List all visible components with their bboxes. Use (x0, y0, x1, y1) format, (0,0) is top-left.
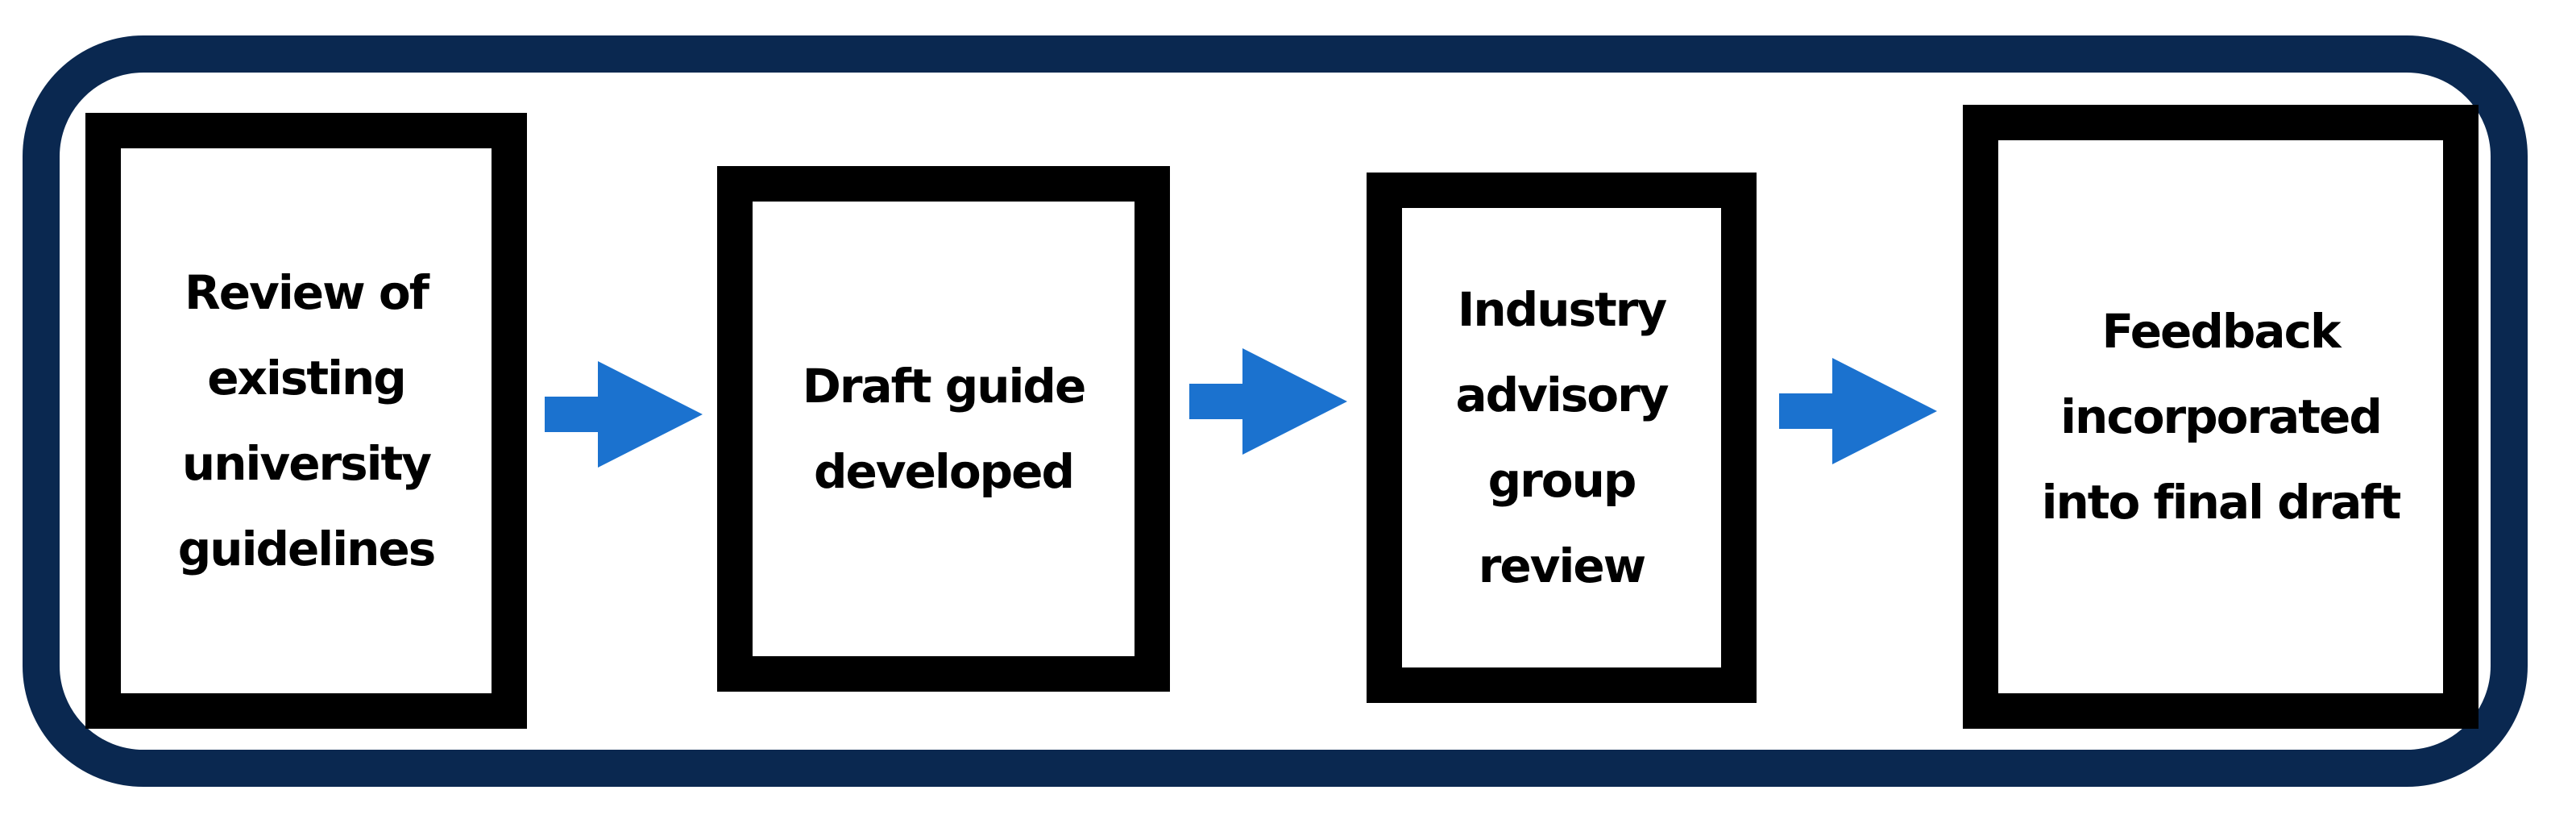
step-industry-advisory-review: Industry advisory group review (1367, 173, 1757, 703)
arrow-right-icon (545, 361, 703, 468)
arrow-right-icon (1779, 358, 1937, 464)
step-label: Review of existing university guidelines (177, 265, 436, 576)
arrow-right-icon (1189, 348, 1347, 455)
step-label: Industry advisory group review (1455, 282, 1669, 593)
step-review-existing-guidelines: Review of existing university guidelines (85, 113, 527, 729)
step-label: Draft guide developed (802, 359, 1087, 499)
step-draft-guide-developed: Draft guide developed (717, 166, 1170, 692)
step-label: Feedback incorporated into final draft (2041, 304, 2402, 530)
step-feedback-incorporated: Feedback incorporated into final draft (1963, 105, 2479, 729)
